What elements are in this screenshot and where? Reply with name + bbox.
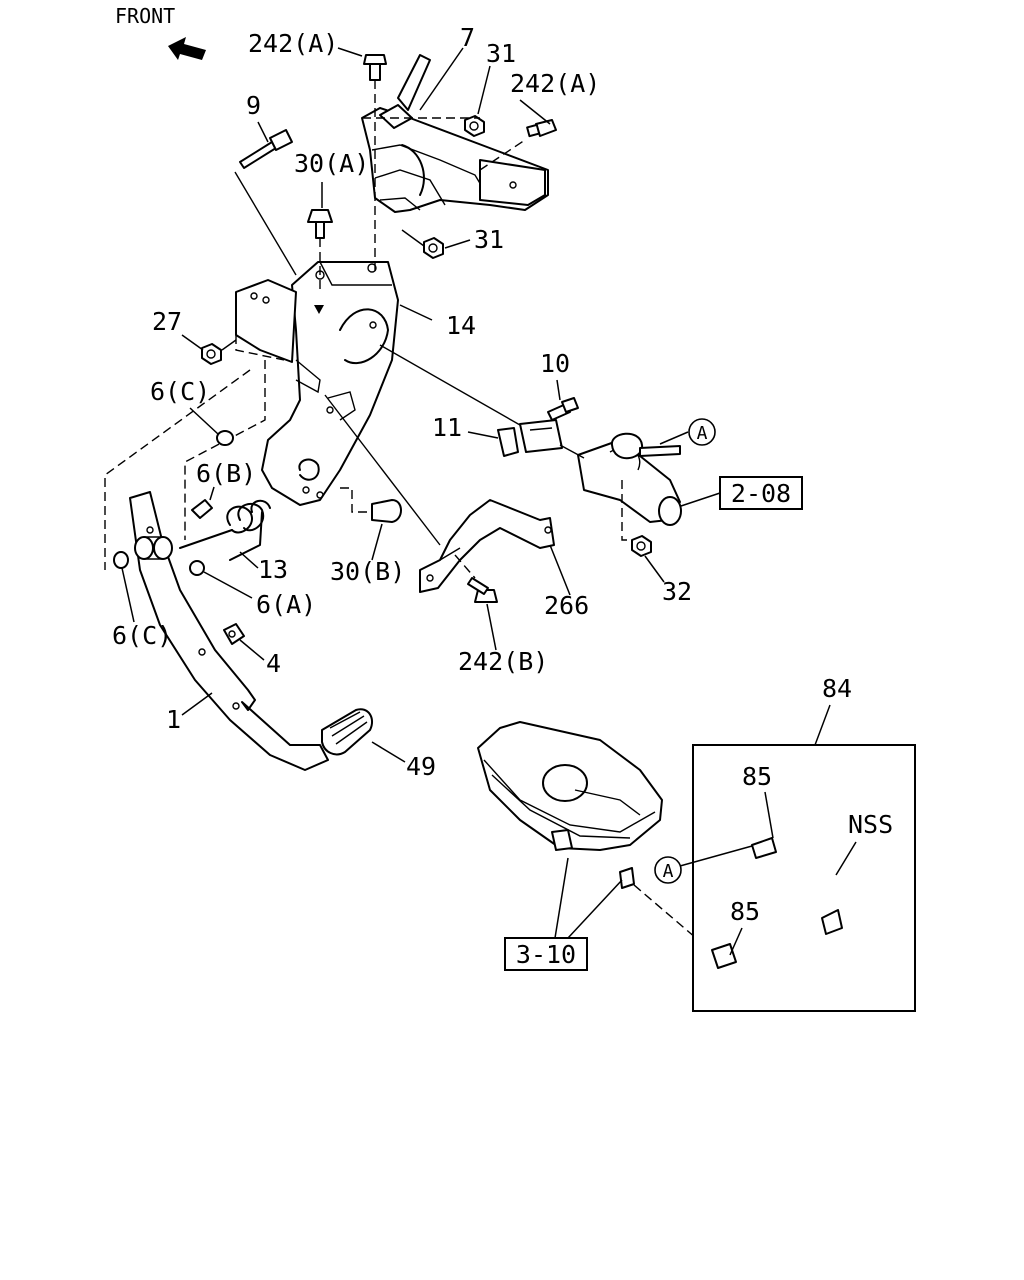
clevis-yoke — [519, 419, 563, 453]
label-4: 4 — [266, 649, 281, 678]
label-30b: 30(B) — [330, 557, 405, 586]
guide-line — [454, 554, 476, 579]
guide-line — [479, 139, 526, 171]
svg-text:A: A — [663, 861, 674, 882]
label-242b: 242(B) — [458, 647, 548, 676]
label-13: 13 — [258, 555, 288, 584]
guide-line — [234, 171, 297, 276]
label-6a: 6(A) — [256, 590, 316, 619]
hose-nss — [711, 822, 850, 981]
bolt-9 — [239, 129, 293, 169]
label-1: 1 — [166, 705, 181, 734]
label-84: 84 — [822, 674, 852, 703]
label-30a: 30(A) — [294, 149, 369, 178]
push-rod-line — [379, 344, 521, 426]
guide-line — [633, 884, 711, 951]
reservoir-3-10 — [477, 721, 663, 889]
label-85-top: 85 — [742, 762, 772, 791]
clip-11 — [497, 427, 519, 457]
bushing-30b — [340, 487, 402, 523]
pedal-pad-49 — [321, 708, 374, 756]
bolt-242a-right — [526, 119, 557, 138]
guide-line — [104, 369, 251, 570]
spring-13 — [179, 499, 271, 561]
callout-a-cylinder: A — [688, 418, 716, 446]
label-85-bottom: 85 — [730, 897, 760, 926]
label-14: 14 — [446, 311, 476, 340]
clutch-master-cylinder — [559, 432, 682, 541]
label-266: 266 — [544, 591, 589, 620]
upper-bracket-7 — [361, 54, 549, 213]
label-11: 11 — [432, 413, 462, 442]
pivot-bushing — [134, 536, 173, 560]
label-242a-right: 242(A) — [510, 69, 600, 98]
pin-10 — [547, 397, 579, 421]
bushing-6c-lower — [113, 551, 129, 569]
callout-a-hose: A — [654, 856, 682, 884]
label-6c-lower: 6(C) — [112, 621, 172, 650]
nut-31-top — [464, 115, 485, 137]
label-7: 7 — [460, 23, 475, 52]
reference-3-10: 3-10 — [504, 937, 588, 971]
label-nss: NSS — [848, 810, 893, 839]
label-6b: 6(B) — [196, 459, 256, 488]
clip-4 — [223, 623, 245, 645]
nut-27 — [201, 343, 222, 365]
guide-line — [324, 394, 441, 546]
label-32: 32 — [662, 577, 692, 606]
label-27: 27 — [152, 307, 182, 336]
bolt-30a — [307, 209, 333, 239]
label-242a-top: 242(A) — [248, 29, 338, 58]
front-arrow-icon — [168, 37, 206, 60]
label-6c-upper: 6(C) — [150, 377, 210, 406]
bracket-266 — [419, 499, 555, 593]
label-9: 9 — [246, 91, 261, 120]
label-31-top: 31 — [486, 39, 516, 68]
svg-text:A: A — [697, 423, 708, 444]
label-49: 49 — [406, 752, 436, 781]
label-31-mid: 31 — [474, 225, 504, 254]
hose-kit-box-84 — [692, 744, 916, 1012]
bolt-242b — [467, 577, 498, 603]
front-label: FRONT — [115, 4, 175, 28]
reference-2-08: 2-08 — [719, 476, 803, 510]
pedal-bracket-14 — [235, 261, 399, 506]
stopper-6b — [191, 499, 213, 519]
clutch-pedal-arm-1 — [129, 491, 329, 771]
bushing-6c-upper — [216, 430, 234, 446]
bolt-242a-top — [363, 54, 387, 81]
leader-lines — [121, 47, 857, 956]
bushing-6a — [189, 560, 205, 576]
svg-text:3-10: 3-10 — [516, 940, 576, 969]
guide-line — [235, 335, 285, 361]
nut-32 — [631, 535, 652, 557]
svg-text:2-08: 2-08 — [731, 479, 791, 508]
guide-line — [221, 339, 237, 351]
guide-line — [401, 229, 425, 247]
nut-31-mid — [423, 237, 444, 259]
label-10: 10 — [540, 349, 570, 378]
